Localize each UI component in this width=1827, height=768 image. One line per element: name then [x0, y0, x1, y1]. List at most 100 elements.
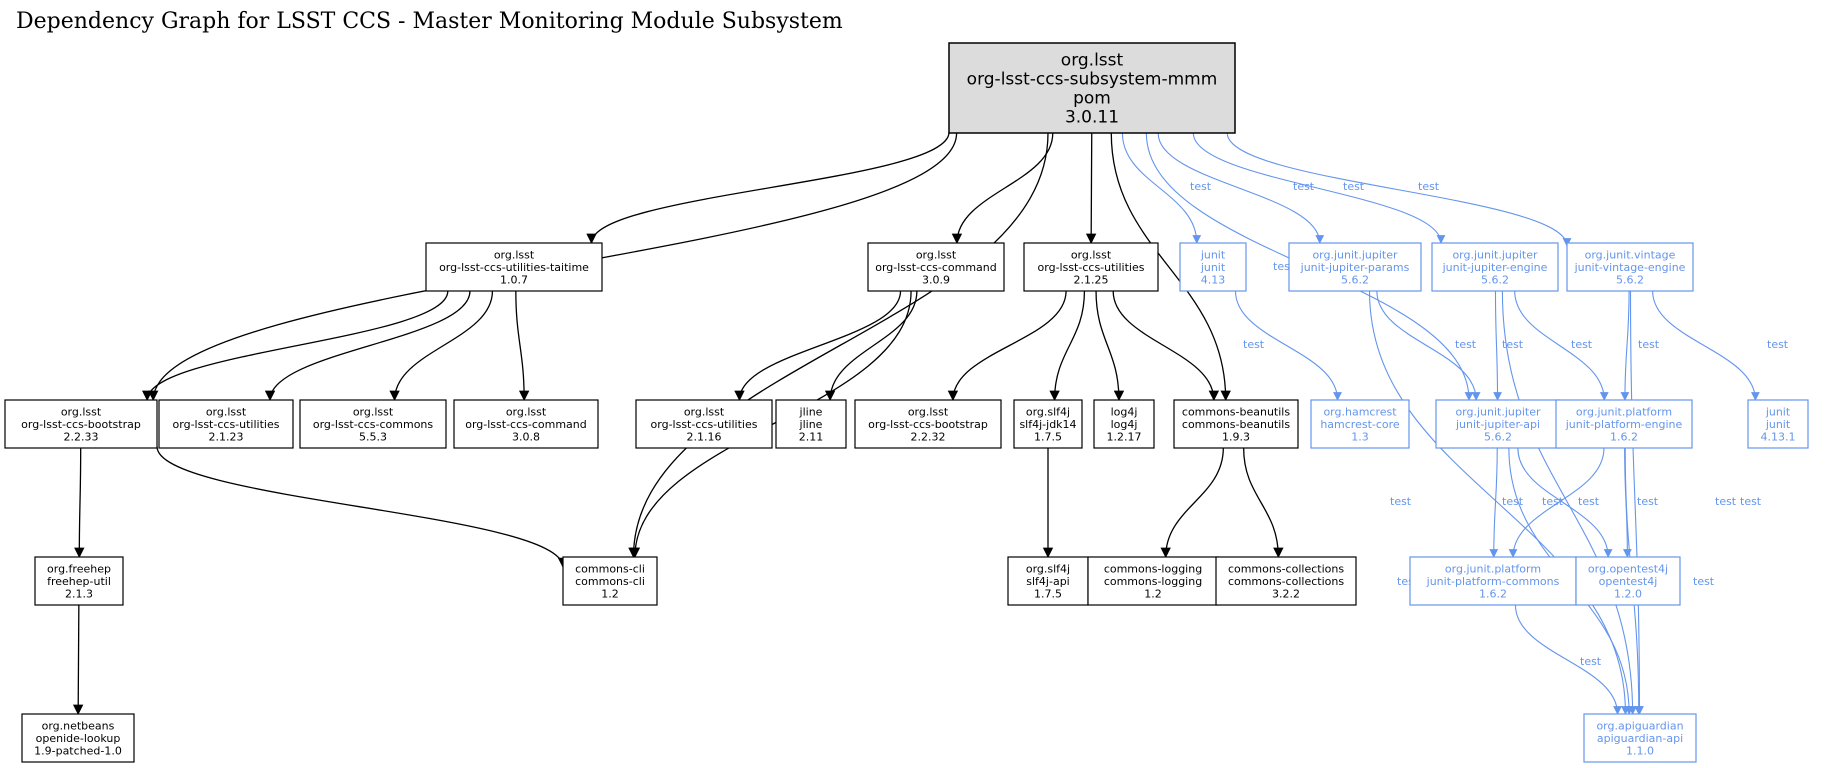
edge-label-jupiter_engine-to-jupiter_api: test [1502, 338, 1524, 351]
node-box-apiguardian [1583, 713, 1697, 763]
edge-taitime-to-commons553 [389, 290, 494, 402]
edge-vintage_engine-to-apiguardian [1629, 290, 1644, 715]
node-line-commons553-1: org-lsst-ccs-commons [313, 418, 434, 431]
node-line-taitime-1: org-lsst-ccs-utilities-taitime [439, 261, 589, 274]
node-line-platform_commons-1: junit-platform-commons [1426, 575, 1560, 588]
edge-label-platform_engine-to-platform_commons: test [1578, 495, 1600, 508]
node-line-freehep-0: org.freehep [47, 563, 111, 576]
node-line-utilities2125-0: org.lsst [1071, 249, 1112, 262]
node-box-commons_cli [562, 556, 658, 606]
node-line-apiguardian-2: 1.1.0 [1626, 745, 1654, 758]
node-line-commons_cli-0: commons-cli [575, 563, 645, 576]
node-line-root-3: 3.0.11 [1065, 108, 1119, 128]
node-line-utilities2123-2: 2.1.23 [209, 431, 244, 444]
node-box-utilities2116 [635, 399, 773, 449]
edge-taitime-to-command308 [515, 290, 530, 402]
node-vintage_engine: org.junit.vintagejunit-vintage-engine5.6… [1566, 242, 1694, 292]
edge-utilities2125-to-beanutils [1112, 290, 1220, 402]
node-line-openide-1: openide-lookup [36, 732, 121, 745]
node-line-bootstrap2232-2: 2.2.32 [911, 431, 946, 444]
edges-layer [72, 132, 1760, 716]
edge-vintage_engine-to-junit4131 [1652, 290, 1760, 401]
edge-label-vintage_engine-to-apiguardian: test [1740, 495, 1762, 508]
edge-platform_commons-to-apiguardian [1514, 604, 1622, 715]
node-line-junit413-1: junit [1200, 261, 1226, 274]
node-box-taitime [425, 242, 603, 292]
edge-label-jupiter_api-to-platform_commons: test [1502, 495, 1524, 508]
node-line-utilities2116-2: 2.1.16 [687, 431, 722, 444]
node-line-commons_cli-2: 1.2 [601, 588, 619, 601]
node-line-opentest4j-0: org.opentest4j [1588, 563, 1668, 576]
node-box-commons_collections [1215, 556, 1357, 606]
node-line-utilities2125-2: 2.1.25 [1074, 274, 1109, 287]
node-box-commons553 [299, 399, 447, 449]
edge-label-vintage_engine-to-junit4131: test [1767, 338, 1789, 351]
node-line-slf4j_api-0: org.slf4j [1026, 563, 1070, 576]
node-line-junit4131-1: junit [1765, 418, 1791, 431]
edge-label-root-to-junit413: test [1190, 180, 1212, 193]
node-line-freehep-1: freehep-util [47, 575, 111, 588]
node-line-commons553-2: 5.5.3 [359, 431, 387, 444]
node-taitime: org.lsstorg-lsst-ccs-utilities-taitime1.… [425, 242, 603, 292]
node-box-junit4131 [1747, 399, 1809, 449]
edge-vintage_engine-to-platform_engine [1620, 290, 1630, 401]
node-line-vintage_engine-2: 5.6.2 [1616, 274, 1644, 287]
node-box-bootstrap2233 [4, 399, 158, 449]
node-line-beanutils-1: commons-beanutils [1182, 418, 1290, 431]
node-line-commons_collections-1: commons-collections [1228, 575, 1344, 588]
node-box-opentest4j [1575, 556, 1681, 606]
node-line-junit4131-0: junit [1765, 406, 1791, 419]
node-box-root [948, 42, 1236, 134]
node-line-commons_logging-2: 1.2 [1144, 588, 1162, 601]
node-line-bootstrap2232-1: org-lsst-ccs-bootstrap [868, 418, 988, 431]
node-line-slf4j_api-2: 1.7.5 [1034, 588, 1062, 601]
edge-root-to-jupiter_engine [1192, 132, 1446, 244]
node-line-taitime-2: 1.0.7 [500, 274, 528, 287]
node-line-slf4j_jdk14-2: 1.7.5 [1034, 431, 1062, 444]
node-box-command309 [867, 242, 1005, 292]
node-line-jupiter_params-0: org.junit.jupiter [1312, 249, 1398, 262]
node-box-freehep [34, 556, 124, 606]
edge-taitime-to-utilities2123 [264, 290, 471, 402]
node-line-apiguardian-0: org.apiguardian [1596, 720, 1683, 733]
node-jupiter_engine: org.junit.jupiterjunit-jupiter-engine5.6… [1431, 242, 1559, 292]
node-line-taitime-0: org.lsst [494, 249, 535, 262]
node-line-jupiter_api-1: junit-jupiter-api [1455, 418, 1540, 431]
node-line-command309-1: org-lsst-ccs-command [875, 261, 997, 274]
edge-jupiter_params-to-jupiter_api [1376, 290, 1481, 401]
node-line-commons_collections-0: commons-collections [1228, 563, 1344, 576]
edge-bootstrap2233-to-commons_cli [156, 446, 569, 569]
edge-label-root-to-jupiter_params: test [1293, 180, 1315, 193]
node-box-jupiter_params [1288, 242, 1422, 292]
node-line-jline-1: jline [799, 418, 823, 431]
node-line-command308-2: 3.0.8 [512, 431, 540, 444]
edge-label-root-to-jupiter_engine: test [1343, 180, 1365, 193]
node-line-jupiter_api-0: org.junit.jupiter [1455, 406, 1541, 419]
node-line-jupiter_api-2: 5.6.2 [1484, 431, 1512, 444]
edge-root-to-beanutils [1110, 132, 1231, 402]
node-line-jline-0: jline [799, 406, 823, 419]
edge-label-platform_commons-to-apiguardian: test [1580, 655, 1602, 668]
edge-root-to-command309 [951, 132, 1054, 245]
node-line-slf4j_jdk14-0: org.slf4j [1026, 406, 1070, 419]
edge-command309-to-utilities2116 [734, 290, 902, 402]
node-jupiter_params: org.junit.jupiterjunit-jupiter-params5.6… [1288, 242, 1422, 292]
edge-label-jupiter_engine-to-platform_engine: test [1571, 338, 1593, 351]
node-openide: org.netbeansopenide-lookup1.9-patched-1.… [21, 713, 135, 763]
node-box-jupiter_engine [1431, 242, 1559, 292]
edge-label-jupiter_params-to-apiguardian: test [1390, 495, 1412, 508]
node-line-hamcrest-2: 1.3 [1351, 431, 1369, 444]
